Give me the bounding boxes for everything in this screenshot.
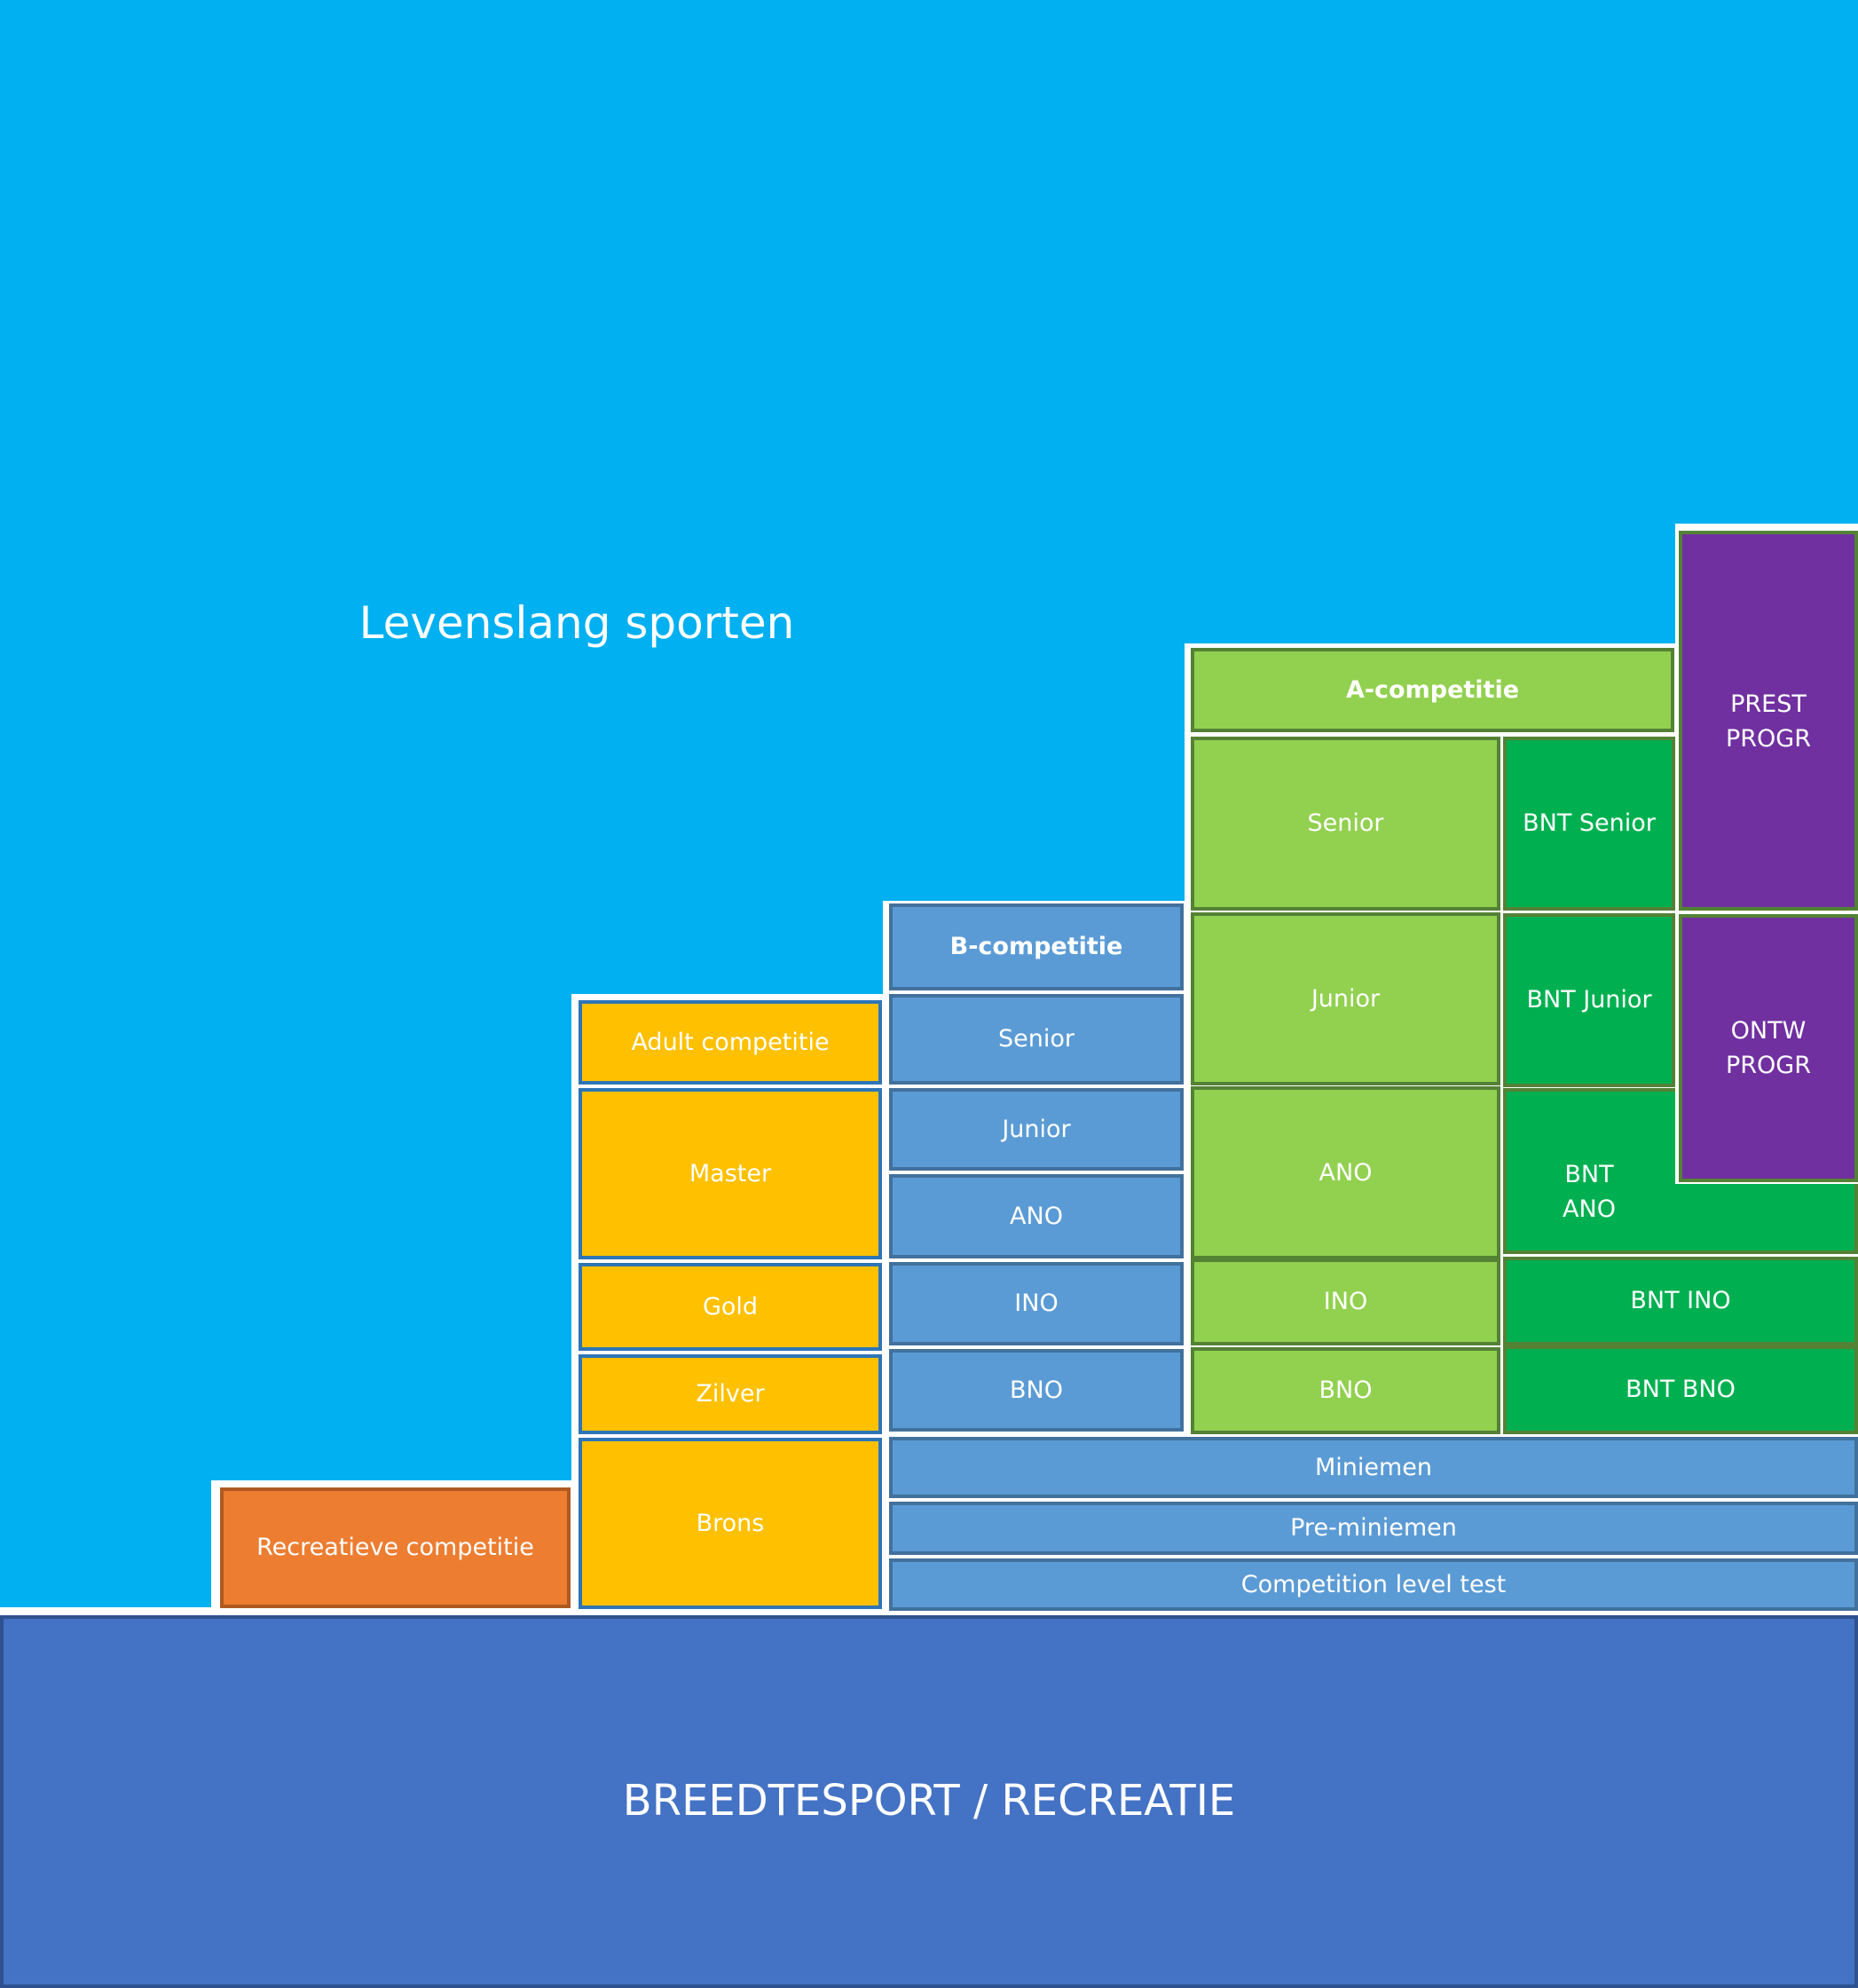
silver-box: Zilver <box>579 1354 882 1434</box>
b-senior-box: Senior <box>889 994 1184 1085</box>
ontw-program-box: ONTW PROGR <box>1679 914 1858 1182</box>
a-ano-box: ANO <box>1191 1086 1500 1259</box>
b-ano-box: ANO <box>889 1174 1184 1258</box>
b-competition-box: B-competitie <box>889 903 1184 990</box>
a-competition-box: A-competitie <box>1191 648 1674 732</box>
a-bno-box: BNO <box>1191 1347 1500 1434</box>
prest-program-box: PREST PROGR <box>1679 531 1858 911</box>
bnt-ino-box: BNT INO <box>1503 1257 1858 1345</box>
b-bno-box: BNO <box>889 1349 1184 1432</box>
miniemen-box: Miniemen <box>889 1437 1858 1498</box>
foundation-box: BREEDTESPORT / RECREATIE <box>0 1615 1858 1988</box>
b-ino-box: INO <box>889 1262 1184 1345</box>
bronze-box: Brons <box>579 1438 882 1609</box>
b-junior-box: Junior <box>889 1088 1184 1171</box>
a-senior-box: Senior <box>1191 737 1500 911</box>
recreational-competition-box: Recreatieve competitie <box>220 1487 571 1608</box>
bnt-junior-box: BNT Junior <box>1503 913 1675 1087</box>
bnt-bno-box: BNT BNO <box>1503 1345 1858 1434</box>
competition-level-test-box: Competition level test <box>889 1558 1858 1611</box>
frame-base <box>0 1607 1858 1616</box>
a-junior-box: Junior <box>1191 912 1500 1085</box>
a-ino-box: INO <box>1191 1258 1500 1345</box>
gold-box: Gold <box>579 1263 882 1351</box>
bnt-ano-label: BNT ANO <box>1563 1161 1616 1224</box>
lifelong-sport-title: Levenslang sporten <box>358 597 795 649</box>
pre-miniemen-box: Pre-miniemen <box>889 1502 1858 1555</box>
master-box: Master <box>579 1088 882 1259</box>
bnt-senior-box: BNT Senior <box>1503 737 1675 911</box>
adult-competition-box: Adult competitie <box>579 1000 882 1085</box>
